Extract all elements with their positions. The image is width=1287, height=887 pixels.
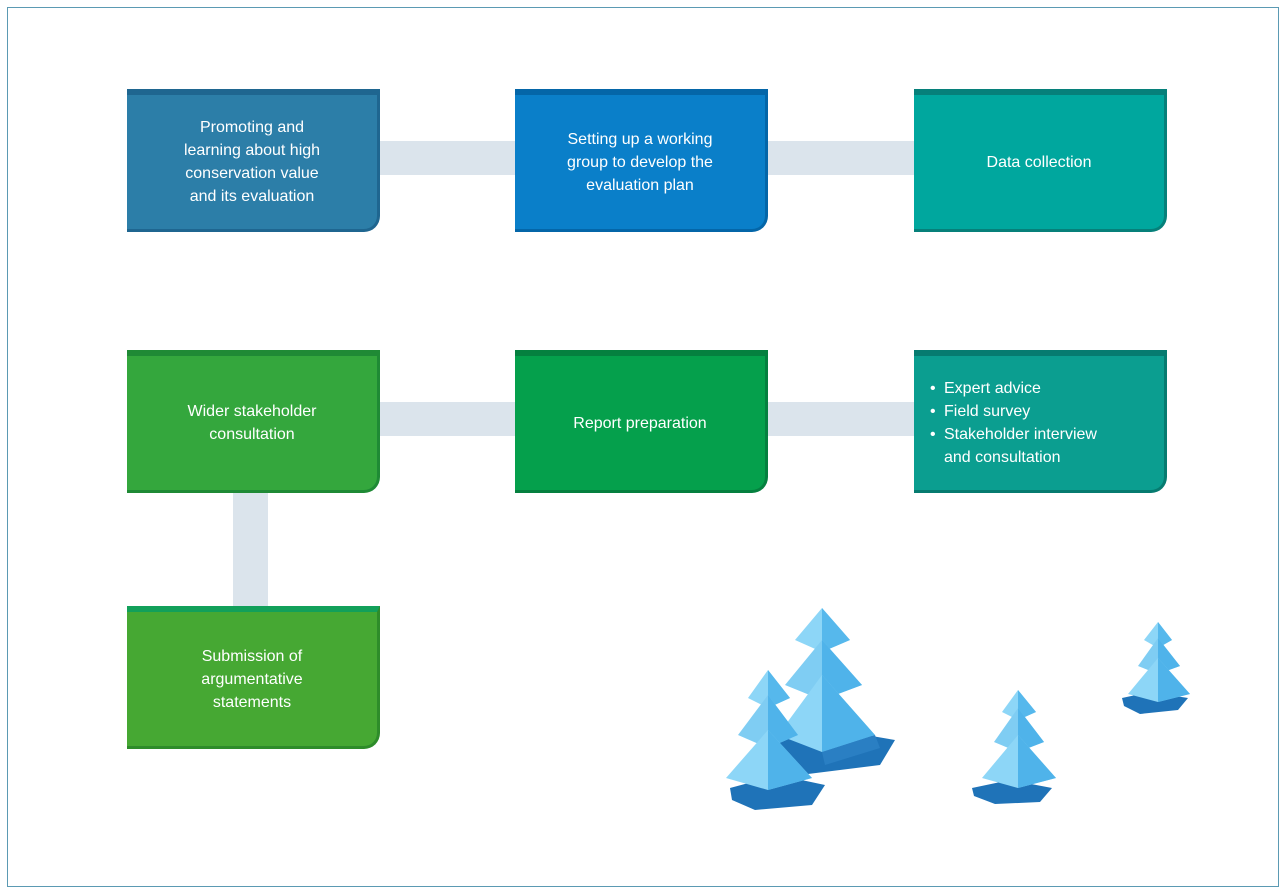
- step-wider-consultation-label: Wider stakeholder consultation: [187, 403, 317, 443]
- methods-item-stakeholder-interview: Stakeholder interview and consultation: [930, 423, 1097, 469]
- step-wider-consultation-box: Wider stakeholder consultation: [127, 350, 380, 493]
- methods-item-label: Stakeholder interview and consultation: [944, 426, 1097, 466]
- step-promoting-box: Promoting and learning about high conser…: [127, 89, 380, 232]
- connector-4-7: [233, 492, 268, 608]
- methods-item-expert-advice: Expert advice: [930, 377, 1097, 400]
- step-working-group-box: Setting up a working group to develop th…: [515, 89, 768, 232]
- pine-tree-tiny-icon: [1122, 622, 1190, 714]
- pine-trees-icon: [726, 608, 1190, 810]
- connector-2-3: [766, 141, 916, 175]
- pine-tree-large-icon: [775, 608, 895, 775]
- step-report-preparation-label: Report preparation: [573, 414, 707, 432]
- methods-item-label: Field survey: [944, 403, 1031, 420]
- connector-4-5: [378, 402, 518, 436]
- step-working-group-label: Setting up a working group to develop th…: [567, 130, 713, 194]
- step-submission-box: Submission of argumentative statements: [127, 606, 380, 749]
- step-promoting-label: Promoting and learning about high conser…: [183, 119, 321, 205]
- step-methods-box: Expert advice Field survey Stakeholder i…: [914, 350, 1167, 493]
- step-data-collection-label: Data collection: [986, 153, 1092, 171]
- step-data-collection-box: Data collection: [914, 89, 1167, 232]
- step-report-preparation-box: Report preparation: [515, 350, 768, 493]
- methods-list: Expert advice Field survey Stakeholder i…: [930, 377, 1097, 469]
- methods-item-label: Expert advice: [944, 380, 1041, 397]
- pine-tree-small-icon: [972, 690, 1056, 804]
- connector-5-6: [766, 402, 916, 436]
- step-submission-label: Submission of argumentative statements: [201, 647, 303, 711]
- methods-item-field-survey: Field survey: [930, 400, 1097, 423]
- connector-1-2: [378, 141, 518, 175]
- pine-tree-medium-icon: [726, 670, 825, 810]
